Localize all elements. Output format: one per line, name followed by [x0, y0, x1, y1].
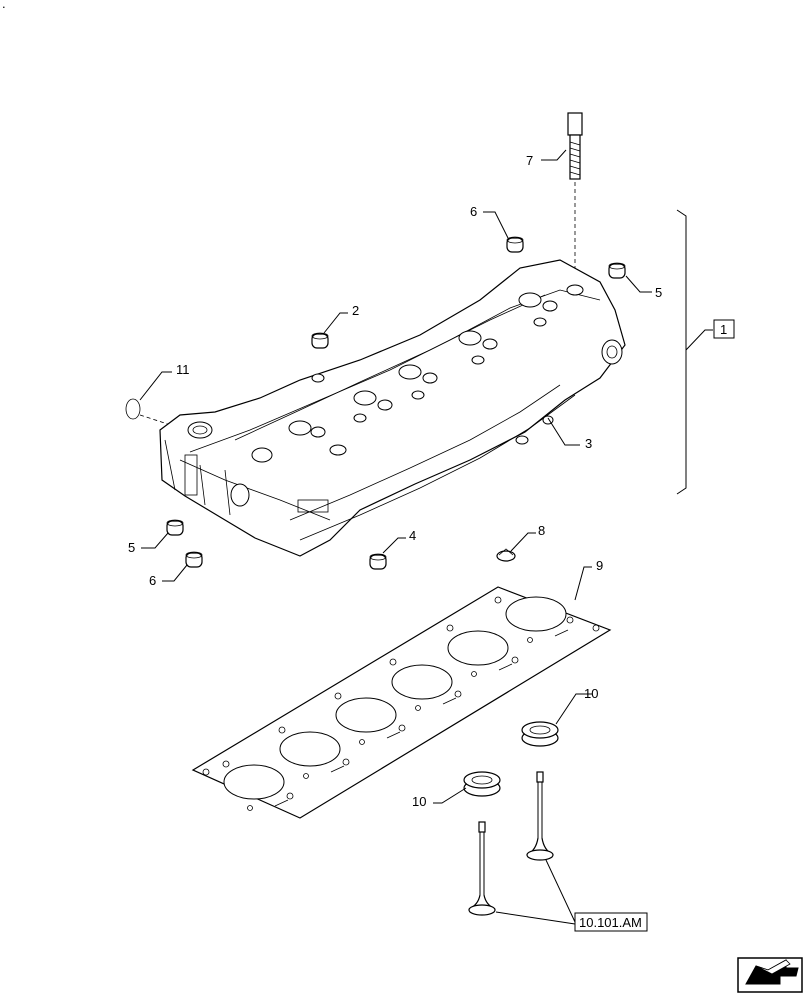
callout-8: 8: [538, 523, 545, 538]
callout-9: 9: [596, 558, 603, 573]
sleeve-5-top: [608, 262, 626, 279]
leader-4: [382, 537, 406, 554]
callout-10-upper: 10: [584, 686, 598, 701]
corner-mark: .: [2, 0, 6, 11]
leader-6-bottom: [162, 564, 188, 582]
sleeve-2: [311, 332, 329, 349]
leader-ref: [495, 859, 576, 925]
callout-6-top: 6: [470, 204, 477, 219]
callout-4: 4: [409, 528, 416, 543]
callout-10-lower: 10: [412, 794, 426, 809]
assembly-bracket: [676, 209, 687, 495]
callout-1-box: [713, 319, 735, 339]
leader-10-upper: [555, 693, 592, 725]
leader-5-top: [625, 275, 652, 293]
cylinder-head-part: [159, 259, 626, 557]
callout-6-bottom: 6: [149, 573, 156, 588]
reference-box[interactable]: [574, 912, 648, 932]
valve-left: [468, 821, 496, 916]
plug-8: [496, 548, 516, 562]
leader-3: [547, 417, 580, 446]
gasket-bolt-holes: [202, 596, 600, 811]
leader-10-lower: [433, 787, 467, 804]
callout-5-top: 5: [655, 285, 662, 300]
callout-2: 2: [352, 303, 359, 318]
next-page-arrow-icon[interactable]: [737, 957, 803, 993]
leader-8: [510, 532, 536, 552]
valve-seal-upper: [521, 721, 559, 747]
valve-seal-lower: [463, 771, 501, 797]
callout-5-bottom: 5: [128, 540, 135, 555]
callout-7: 7: [526, 153, 533, 168]
valve-right: [526, 771, 554, 861]
callout-1: 1: [720, 322, 727, 337]
sleeve-6-bottom: [185, 551, 203, 568]
callout-3: 3: [585, 436, 592, 451]
leader-11: [139, 371, 172, 401]
leader-2: [323, 312, 348, 334]
leader-6-top: [483, 211, 509, 239]
sleeve-4: [369, 553, 387, 570]
head-gasket-part: [191, 586, 612, 819]
leader-7: [541, 149, 567, 161]
leader-9: [574, 566, 592, 601]
sleeve-6-top: [506, 236, 524, 253]
reference-label[interactable]: 10.101.AM: [579, 915, 642, 930]
leader-1: [685, 329, 713, 351]
callout-11: 11: [176, 362, 190, 377]
bolt-part: [567, 112, 583, 280]
sleeve-5-bottom: [166, 519, 184, 536]
leader-5-bottom: [141, 532, 169, 549]
